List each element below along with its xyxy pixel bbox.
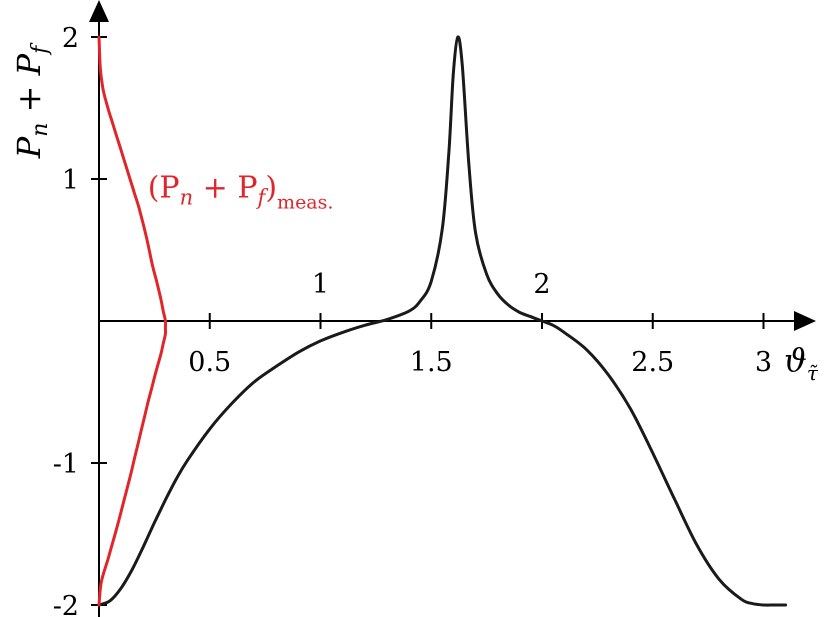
y-axis-arrow xyxy=(89,0,109,22)
y-tick-label: -2 xyxy=(53,591,79,617)
series-line-red xyxy=(97,35,168,607)
x-tick-label: 3 xyxy=(755,347,772,378)
y-tick-label: -1 xyxy=(53,449,79,480)
y-axis-title: Pn + Pf xyxy=(10,42,53,159)
svg-text:Pn + Pf: Pn + Pf xyxy=(10,42,53,159)
legend-label-mid: + P xyxy=(193,170,257,205)
legend-label-sub1: n xyxy=(180,185,194,209)
legend-label-base: (P xyxy=(148,170,180,205)
series-line-black xyxy=(97,35,788,607)
x-axis-title: ϑτ̃ xyxy=(784,341,819,385)
ticks: 0.5 1 1.5 2 2.5 3 2 1 -1 -2 xyxy=(53,23,772,617)
x-tick-label: 0.5 xyxy=(188,347,231,378)
legend-label-sub2: f xyxy=(256,185,269,209)
x-tick-label: 1 xyxy=(312,269,329,300)
x-axis-arrow xyxy=(794,311,816,331)
y-tick-label: 2 xyxy=(62,23,79,54)
x-tick-label: 2.5 xyxy=(631,347,674,378)
x-tick-label: 2 xyxy=(533,269,550,300)
curves xyxy=(97,35,788,607)
legend-label: (Pn + Pf)meas. xyxy=(148,170,334,213)
x-tick-label: 1.5 xyxy=(410,347,453,378)
y-tick-label: 1 xyxy=(62,165,79,196)
axes xyxy=(89,0,816,617)
legend-label-close: ) xyxy=(265,170,277,205)
legend-label-sub3: meas. xyxy=(277,191,333,213)
